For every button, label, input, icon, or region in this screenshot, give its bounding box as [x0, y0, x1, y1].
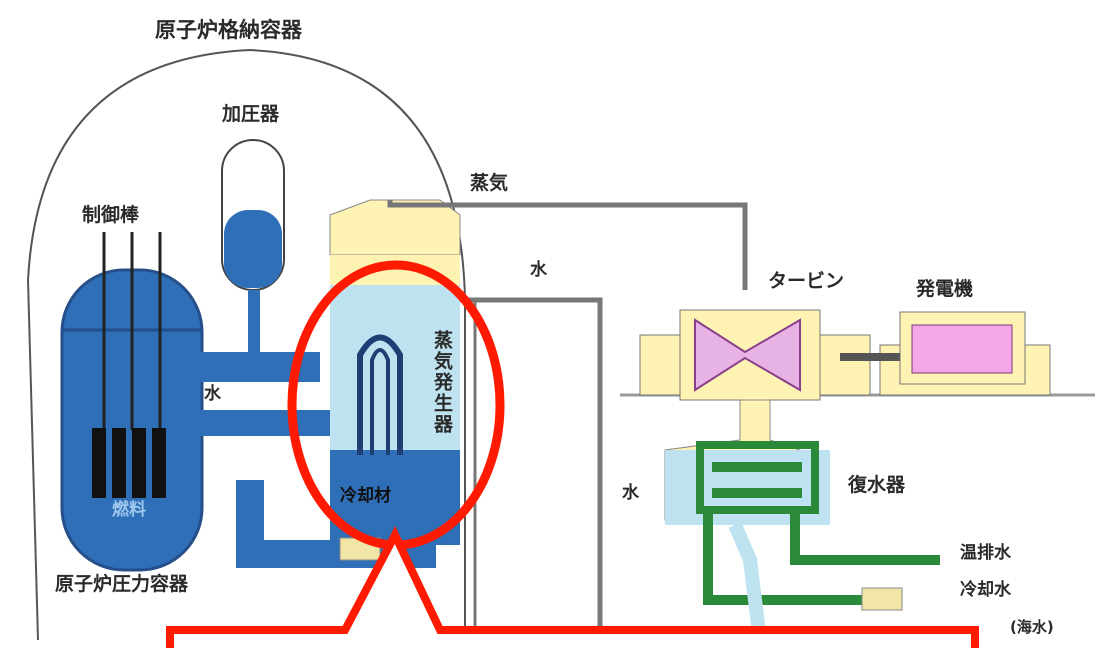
pressurizer: [221, 139, 285, 360]
steam-label: 蒸気: [470, 172, 509, 194]
generator: [840, 311, 1051, 396]
water-right-label: 水: [622, 483, 639, 503]
turbine-label: タービン: [768, 270, 845, 292]
seawater-label: (海水): [1010, 618, 1054, 636]
condenser-label: 復水器: [848, 474, 906, 496]
containment-outline: [26, 48, 466, 641]
reactor-pressure-vessel: [60, 232, 204, 572]
water-mid-label: 水: [204, 384, 221, 404]
cooling-water-label: 冷却水: [960, 580, 1011, 600]
steam-generator-label: 蒸気発生器: [431, 330, 453, 435]
containment-label: 原子炉格納容器: [155, 18, 302, 42]
control-rods-label: 制御棒: [82, 204, 140, 226]
pressure-vessel-label: 原子炉圧力容器: [55, 573, 189, 595]
steam-line: [387, 200, 748, 290]
generator-label: 発電機: [916, 278, 974, 300]
feedwater-line: [460, 297, 603, 640]
callout-box: [166, 526, 979, 648]
turbine: [639, 309, 871, 401]
condenser: [664, 399, 940, 641]
warm-discharge-label: 温排水: [960, 543, 1011, 563]
fuel-label: 燃料: [112, 500, 146, 520]
pressurizer-label: 加圧器: [222, 103, 280, 125]
water-top-label: 水: [530, 260, 547, 280]
coolant-label: 冷却材: [340, 486, 391, 506]
